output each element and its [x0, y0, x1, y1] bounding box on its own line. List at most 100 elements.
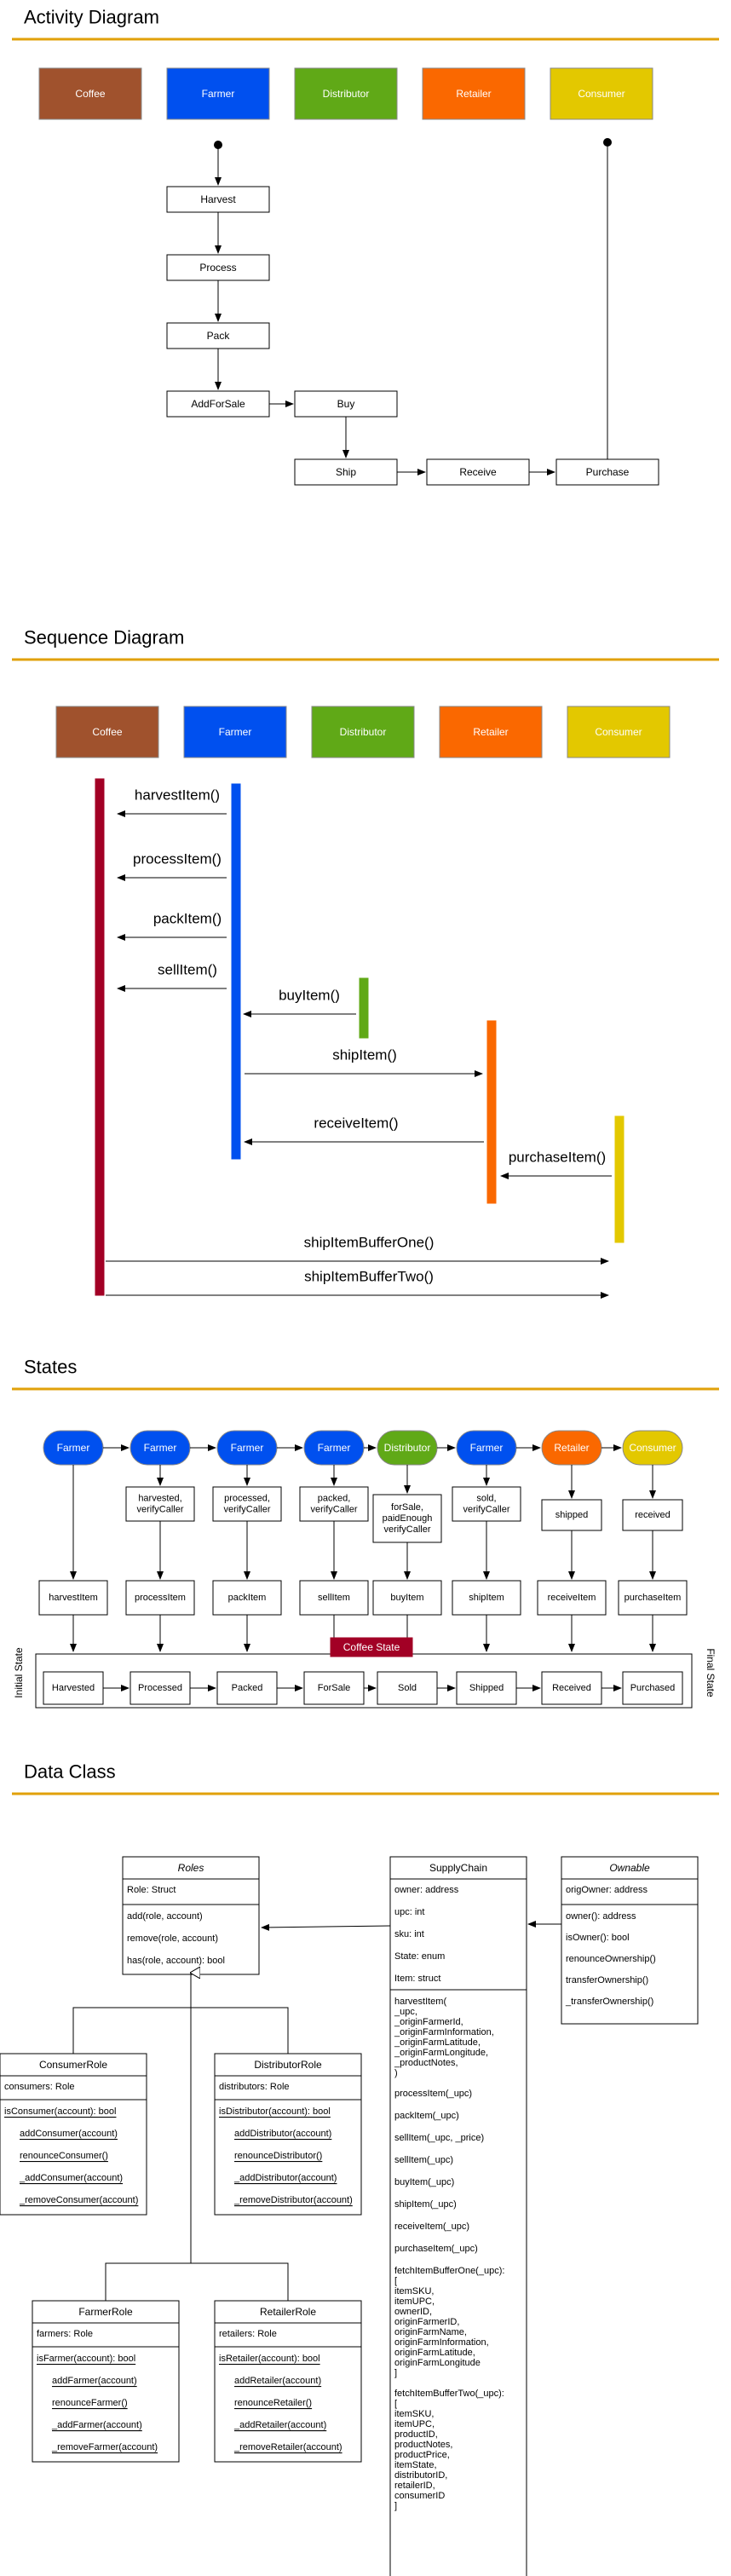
- states-actor-label: Farmer: [231, 1442, 264, 1454]
- class-method: sellItem(_upc, _price): [394, 2133, 484, 2143]
- class-method-line: owner(): address: [566, 1911, 636, 1922]
- states-condition-label: harvested,verifyCaller: [136, 1494, 183, 1515]
- class-method-line: isDistributor(account): bool: [219, 2106, 331, 2117]
- states-condition-box: [622, 1499, 683, 1531]
- class-method: harvestItem(_upc,_originFarmerId,_origin…: [394, 1997, 494, 2078]
- states-function-box: [299, 1580, 369, 1616]
- class-method-line: fetchItemBufferTwo(_upc):: [394, 2389, 504, 2399]
- sequence-message-harvest: harvestItem(): [135, 787, 220, 804]
- states-final-state-label: Final State: [705, 1648, 717, 1697]
- class-method-line: addConsumer(account): [20, 2129, 118, 2139]
- class-attribute: farmers: Role: [37, 2329, 93, 2339]
- class-method-line: consumerID: [394, 2491, 445, 2501]
- class-method-line: renounceRetailer(): [234, 2398, 312, 2408]
- inheritance-consumerrole-roles: [72, 1973, 191, 2054]
- class-method: _removeFarmer(account): [51, 2442, 158, 2452]
- class-method-line: sellItem(_upc): [394, 2155, 453, 2165]
- activity-step-label-harvest: Harvest: [200, 193, 236, 205]
- class-method-line: sellItem(_upc, _price): [394, 2133, 484, 2143]
- class-box: [32, 2300, 180, 2463]
- class-method: fetchItemBufferOne(_upc):[itemSKU,itemUP…: [394, 2266, 504, 2378]
- class-method-line: ): [394, 2068, 398, 2078]
- class-box: [0, 2053, 147, 2216]
- sequence-actor-retailer: [439, 706, 543, 758]
- class-method-line: productID,: [394, 2429, 438, 2440]
- sequence-coffee-activation-bar: [95, 778, 105, 1296]
- states-state-label: Harvested: [52, 1683, 95, 1693]
- sequence-actor-label-consumer: Consumer: [595, 726, 642, 738]
- class-method: isConsumer(account): bool: [4, 2106, 116, 2117]
- class-method-line: harvestItem(: [394, 1997, 446, 2007]
- class-method: sellItem(_upc): [394, 2155, 453, 2165]
- class-method-line: addRetailer(account): [234, 2376, 321, 2386]
- class-method: add(role, account): [127, 1911, 203, 1922]
- class-attribute: owner: address: [394, 1885, 459, 1895]
- class-method: _addDistributor(account): [233, 2173, 337, 2183]
- class-method: isOwner(): bool: [566, 1933, 630, 1943]
- states-condition-box: [541, 1499, 602, 1531]
- class-method: fetchItemBufferTwo(_upc):[itemSKU,itemUP…: [394, 2389, 504, 2511]
- class-name: Ownable: [609, 1862, 650, 1874]
- class-method-line: isOwner(): bool: [566, 1933, 630, 1943]
- class-method: isDistributor(account): bool: [219, 2106, 331, 2117]
- class-method: packItem(_upc): [394, 2111, 459, 2121]
- class-attribute: distributors: Role: [219, 2082, 290, 2092]
- states-state-label: Packed: [232, 1683, 263, 1693]
- class-method: transferOwnership(): [566, 1975, 648, 1985]
- states-state-box: [456, 1671, 517, 1705]
- states-function-box: [38, 1580, 108, 1616]
- class-method-line: _addFarmer(account): [51, 2420, 142, 2430]
- states-state-box: [377, 1671, 438, 1705]
- activity-step-addforsale: [166, 390, 270, 418]
- activity-actor-farmer: [166, 67, 270, 120]
- class-method: _removeDistributor(account): [233, 2195, 353, 2205]
- class-method: renounceOwnership(): [566, 1954, 656, 1964]
- states-condition-label-line: verifyCaller: [310, 1505, 357, 1515]
- sequence-section-heading: Sequence Diagram: [12, 627, 719, 661]
- sequence-actor-coffee: [55, 706, 159, 758]
- states-condition-box: [452, 1486, 521, 1522]
- class-attribute: Item: struct: [394, 1974, 440, 1984]
- class-attribute: upc: int: [394, 1907, 424, 1917]
- sequence-actor-label-coffee: Coffee: [92, 726, 122, 738]
- association-arrow-supplychain-roles: [261, 1923, 391, 1931]
- activity-step-pack: [166, 322, 270, 349]
- sequence-message-ship: shipItem(): [332, 1047, 397, 1063]
- class-method: renounceFarmer(): [52, 2398, 128, 2408]
- states-function-label: processItem: [135, 1593, 186, 1603]
- class-method: owner(): address: [566, 1911, 636, 1922]
- class-method-line: retailerID,: [394, 2481, 435, 2491]
- states-condition-box: [372, 1494, 442, 1543]
- activity-step-buy: [294, 390, 398, 418]
- class-method-line: addFarmer(account): [52, 2376, 137, 2386]
- class-method: buyItem(_upc): [394, 2177, 454, 2187]
- class-method-line: ownerID,: [394, 2307, 432, 2317]
- states-condition-label-line: shipped: [555, 1510, 589, 1520]
- class-name: Roles: [178, 1862, 204, 1874]
- class-method-line: originFarmInformation,: [394, 2337, 489, 2348]
- states-actor-label: Farmer: [470, 1442, 504, 1454]
- class-method-line: originFarmName,: [394, 2327, 467, 2337]
- class-method-line: _originFarmerId,: [394, 2017, 463, 2027]
- class-method-line: has(role, account): bool: [127, 1956, 225, 1966]
- states-condition-label-line: sold,: [476, 1494, 496, 1504]
- states-state-box: [303, 1671, 365, 1705]
- class-method: renounceDistributor(): [234, 2151, 322, 2161]
- states-initial-state-label: Initial State: [13, 1647, 25, 1698]
- states-state-label: Purchased: [630, 1683, 676, 1693]
- class-method: isFarmer(account): bool: [37, 2354, 135, 2364]
- class-method-line: remove(role, account): [127, 1933, 218, 1944]
- class-method-line: originFarmLongitude: [394, 2358, 481, 2368]
- states-actor-label: Farmer: [144, 1442, 177, 1454]
- activity-step-label-process: Process: [199, 262, 236, 274]
- activity-step-label-receive: Receive: [459, 466, 497, 478]
- class-method-line: renounceConsumer(): [20, 2151, 108, 2161]
